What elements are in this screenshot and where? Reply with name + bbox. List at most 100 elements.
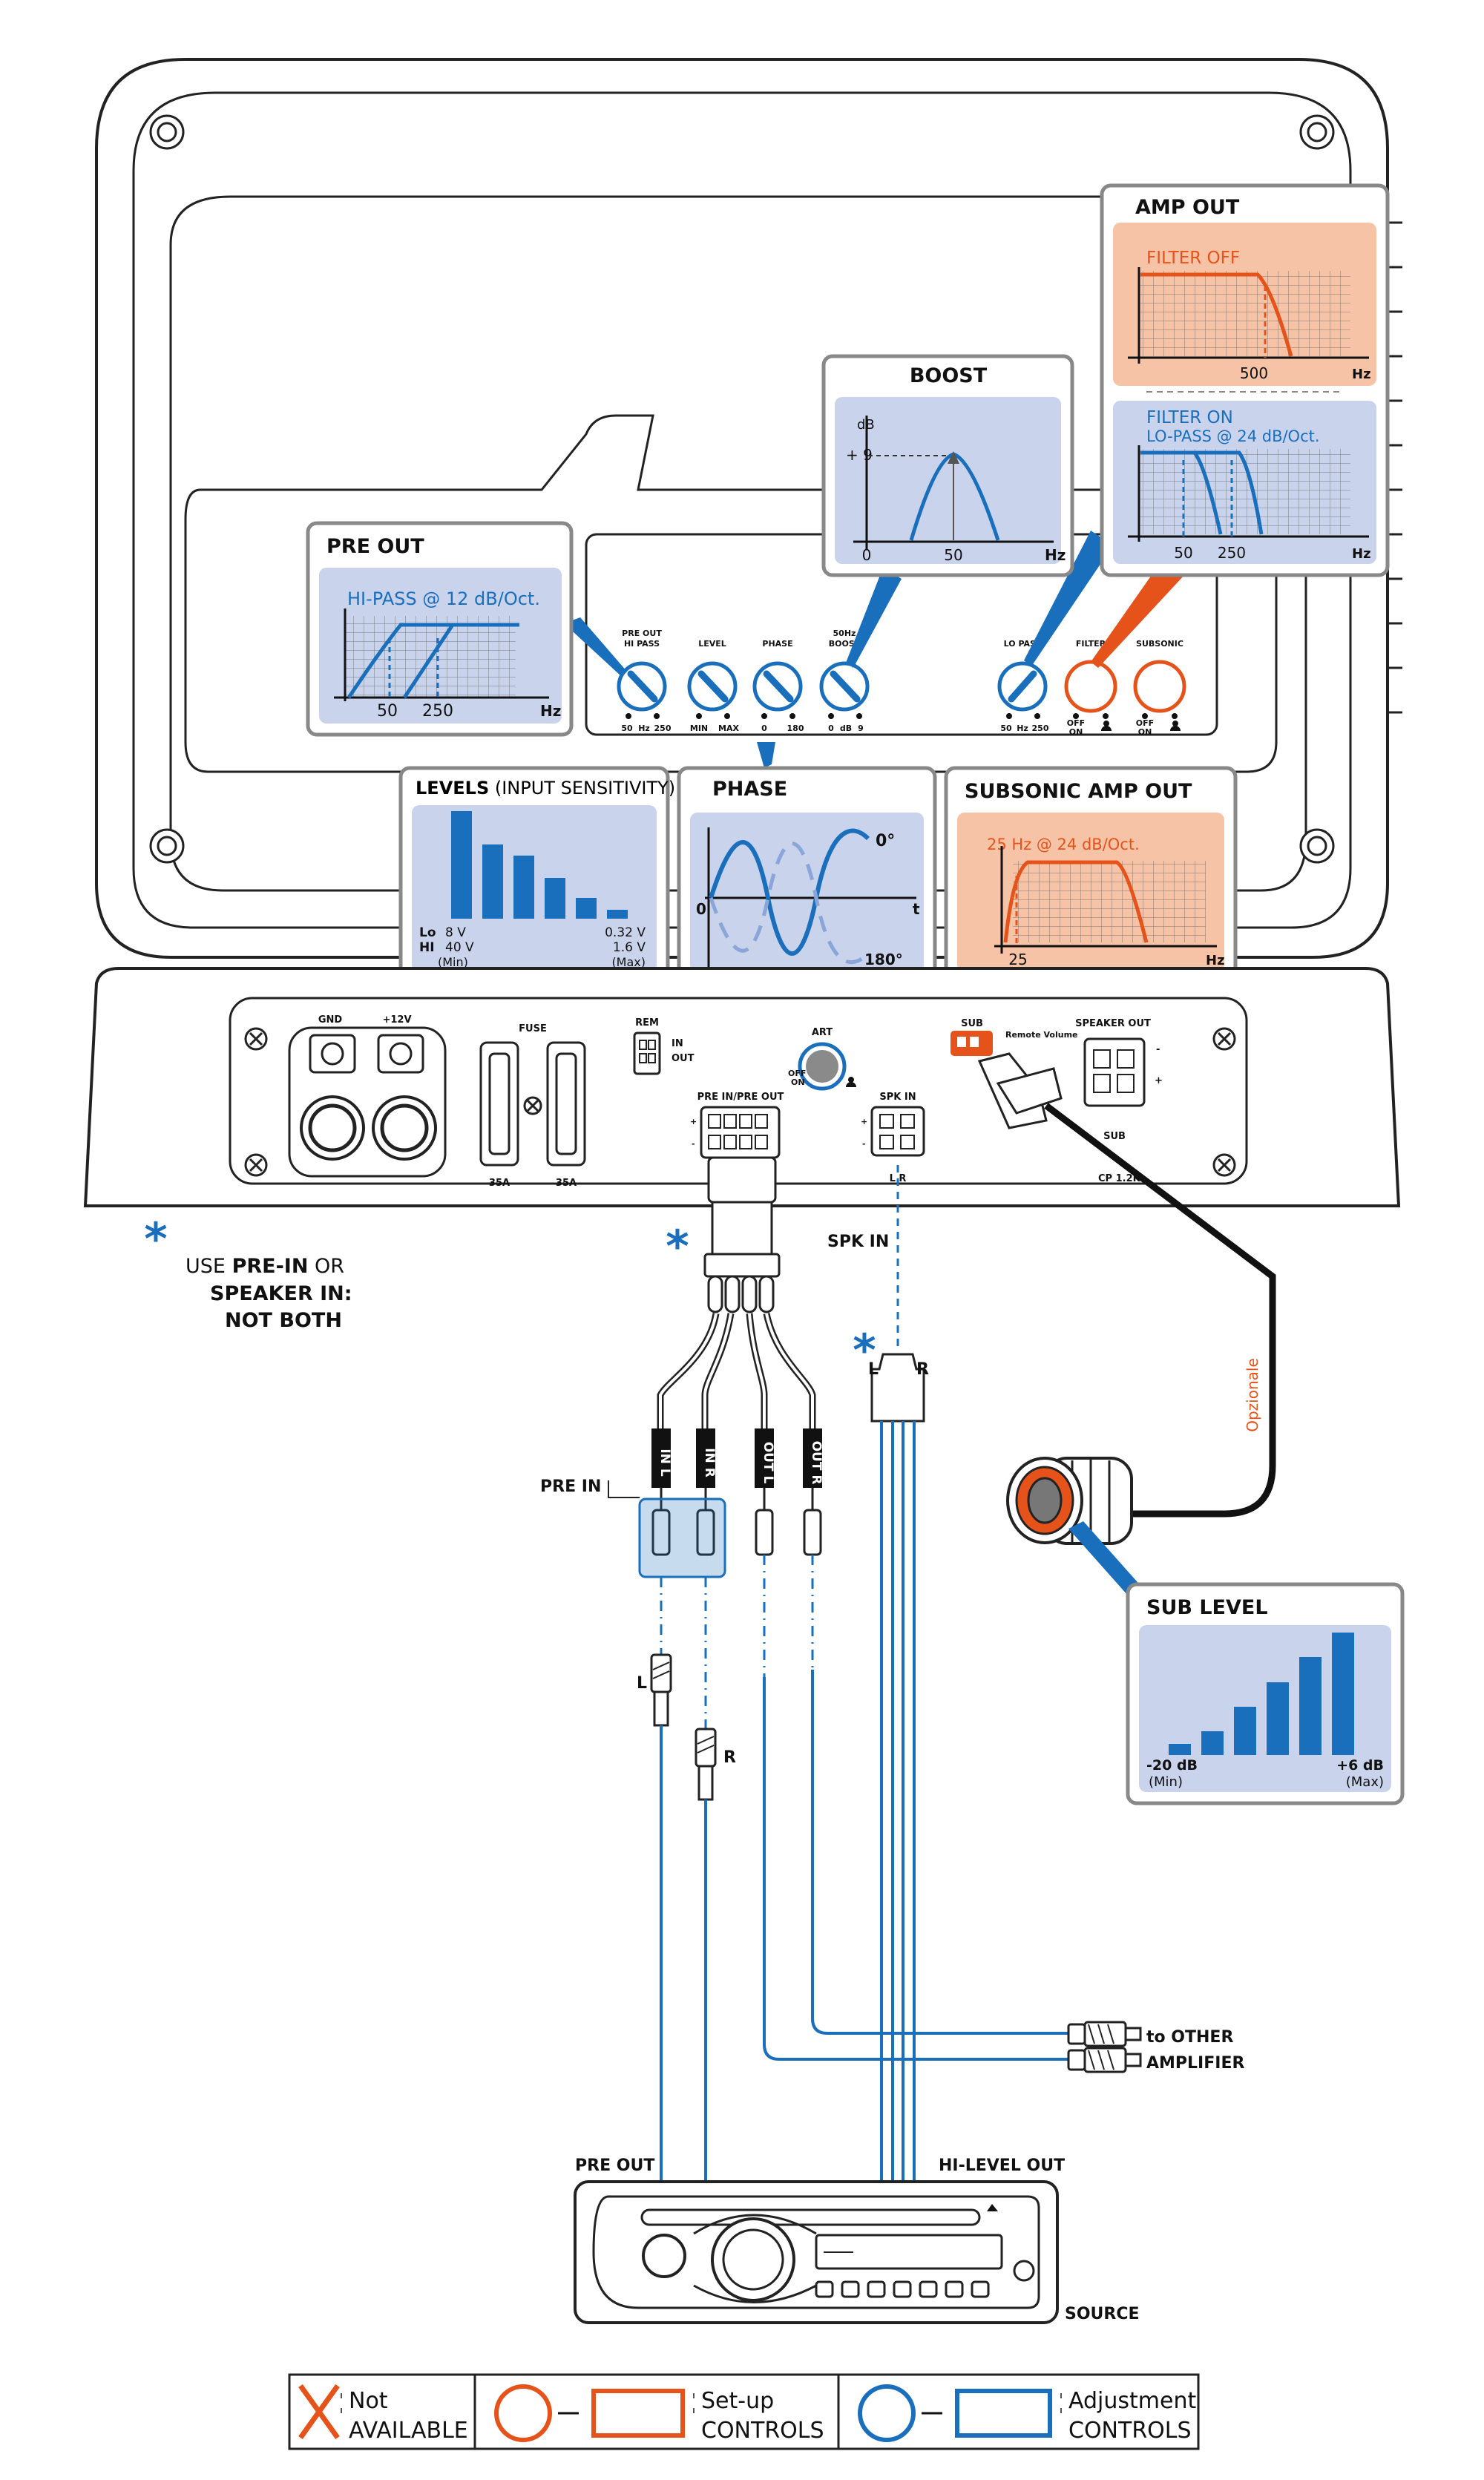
svg-text:t: t (913, 900, 920, 918)
asterisk-icon: * (666, 1221, 689, 1273)
pre-out-panel: PRE OUT HI-PASS @ 12 dB/Oct. 50 250 Hz (306, 521, 574, 737)
svg-text:-: - (862, 1139, 866, 1149)
filter-switch[interactable] (1064, 660, 1117, 713)
subsonic-switch[interactable] (1133, 660, 1186, 713)
svg-text:50: 50 (621, 724, 633, 733)
boost-panel: BOOST dB + 9 0 50 Hz (821, 354, 1074, 577)
svg-text:9: 9 (858, 724, 864, 733)
svg-text:PRE OUT: PRE OUT (575, 2156, 654, 2175)
sub-level-remote-knob[interactable] (1006, 1457, 1133, 1545)
svg-text:180°: 180° (864, 951, 903, 968)
svg-text:AMP OUT: AMP OUT (1135, 196, 1240, 219)
svg-text:FILTER OFF: FILTER OFF (1146, 249, 1240, 268)
not-available-x-icon (298, 2384, 340, 2440)
svg-text:IN R: IN R (702, 1448, 717, 1477)
amplifier-front: GND +12V FUSE 35A 35A REM IN OUT ART (83, 967, 1401, 1207)
svg-text:Opzionale: Opzionale (1244, 1358, 1261, 1432)
svg-text:-: - (692, 1139, 695, 1149)
svg-text:50: 50 (1000, 724, 1012, 733)
svg-text:FILTER ON: FILTER ON (1146, 408, 1233, 427)
level-knob[interactable] (687, 661, 738, 712)
svg-text:Hz: Hz (1045, 546, 1066, 564)
rca-plug-l (650, 1653, 672, 1727)
svg-text:SUB LEVEL: SUB LEVEL (1146, 1596, 1268, 1619)
screw-icon (244, 1027, 268, 1051)
svg-text:+: + (1155, 1075, 1163, 1086)
svg-text:Hz: Hz (1352, 546, 1371, 562)
bar (1267, 1682, 1289, 1755)
display (815, 2234, 1003, 2270)
svg-text:250: 250 (1218, 544, 1246, 562)
svg-text:HI-LEVEL OUT: HI-LEVEL OUT (939, 2156, 1065, 2175)
bar (482, 844, 503, 919)
svg-text:Hz: Hz (1206, 953, 1225, 968)
bar (451, 811, 472, 919)
adjust-panel-icon (955, 2389, 1052, 2438)
svg-text:+12V: +12V (382, 1014, 411, 1026)
svg-text:OUT L: OUT L (761, 1442, 775, 1484)
svg-text:OUT: OUT (672, 1053, 695, 1064)
svg-text:Hz: Hz (540, 702, 561, 720)
svg-text:OFF: OFF (1067, 718, 1085, 728)
svg-text:250: 250 (422, 702, 453, 721)
svg-text:HI-PASS @ 12 dB/Oct.: HI-PASS @ 12 dB/Oct. (347, 588, 540, 609)
legend: Not AVAILABLE Set-up CONTROLS Adjustment… (288, 2373, 1200, 2450)
svg-text:PRE OUT: PRE OUT (326, 535, 424, 558)
svg-text:GND: GND (318, 1014, 343, 1026)
bar (1234, 1707, 1256, 1755)
svg-text:dB: dB (840, 724, 852, 733)
svg-text:MIN: MIN (690, 724, 708, 733)
svg-text:0: 0 (828, 724, 834, 733)
sub-level-bars (1169, 1633, 1354, 1755)
bar (545, 878, 565, 919)
svg-text:50: 50 (377, 702, 398, 721)
speaker-out-connector[interactable] (1083, 1037, 1146, 1107)
svg-text:AVAILABLE: AVAILABLE (349, 2418, 468, 2444)
preout-hipass-knob[interactable] (617, 661, 667, 712)
svg-text:to OTHER: to OTHER (1146, 2028, 1233, 2047)
svg-text:Set-up: Set-up (701, 2388, 774, 2414)
svg-text:(Min): (Min) (438, 955, 468, 969)
bar (513, 856, 534, 919)
svg-text:SUBSONIC AMP OUT: SUBSONIC AMP OUT (965, 780, 1192, 803)
rca-to-other-amp (1067, 2021, 1142, 2073)
svg-text:500: 500 (1240, 364, 1268, 382)
setup-panel-icon (591, 2389, 685, 2438)
subsonic-panel: SUBSONIC AMP OUT 25 Hz @ 24 dB/Oct. 25 H… (944, 766, 1238, 985)
svg-text:0: 0 (696, 900, 706, 918)
svg-text:SUBSONIC: SUBSONIC (1136, 639, 1183, 649)
bar (1332, 1633, 1354, 1755)
person-icon (1101, 721, 1112, 731)
svg-text:+ 9: + 9 (846, 446, 873, 464)
svg-text:ON: ON (1138, 727, 1152, 737)
svg-text:250: 250 (1032, 724, 1049, 733)
preset-buttons[interactable] (815, 2260, 1035, 2298)
svg-text:L: L (868, 1360, 879, 1379)
person-icon (1170, 721, 1181, 731)
svg-text:Hz: Hz (1352, 367, 1371, 382)
svg-text:ART: ART (812, 1027, 833, 1038)
phase-knob[interactable] (752, 661, 803, 712)
svg-text:PHASE: PHASE (762, 639, 792, 649)
levels-bars (451, 811, 628, 919)
boost-knob[interactable] (819, 661, 870, 712)
svg-text:MAX: MAX (718, 724, 739, 733)
svg-text:50: 50 (1174, 544, 1192, 562)
bar (576, 898, 597, 919)
bar (1201, 1731, 1224, 1755)
lopass-knob[interactable] (997, 661, 1048, 712)
svg-text:Lo: Lo (419, 925, 436, 940)
svg-text:FILTER: FILTER (1076, 639, 1106, 649)
svg-text:OFF: OFF (788, 1069, 806, 1078)
svg-text:PRE IN: PRE IN (540, 1477, 601, 1496)
svg-text:50: 50 (944, 546, 962, 564)
svg-text:SPK IN: SPK IN (827, 1233, 889, 1251)
asterisk-icon: * (144, 1213, 167, 1265)
svg-text:180: 180 (787, 724, 804, 733)
svg-text:0°: 0° (876, 832, 895, 850)
svg-text:+: + (690, 1117, 697, 1126)
person-icon (846, 1077, 856, 1087)
svg-text:AMPLIFIER: AMPLIFIER (1146, 2054, 1244, 2073)
svg-text:1.6 V: 1.6 V (613, 940, 646, 955)
svg-text:SPEAKER OUT: SPEAKER OUT (1075, 1018, 1151, 1029)
